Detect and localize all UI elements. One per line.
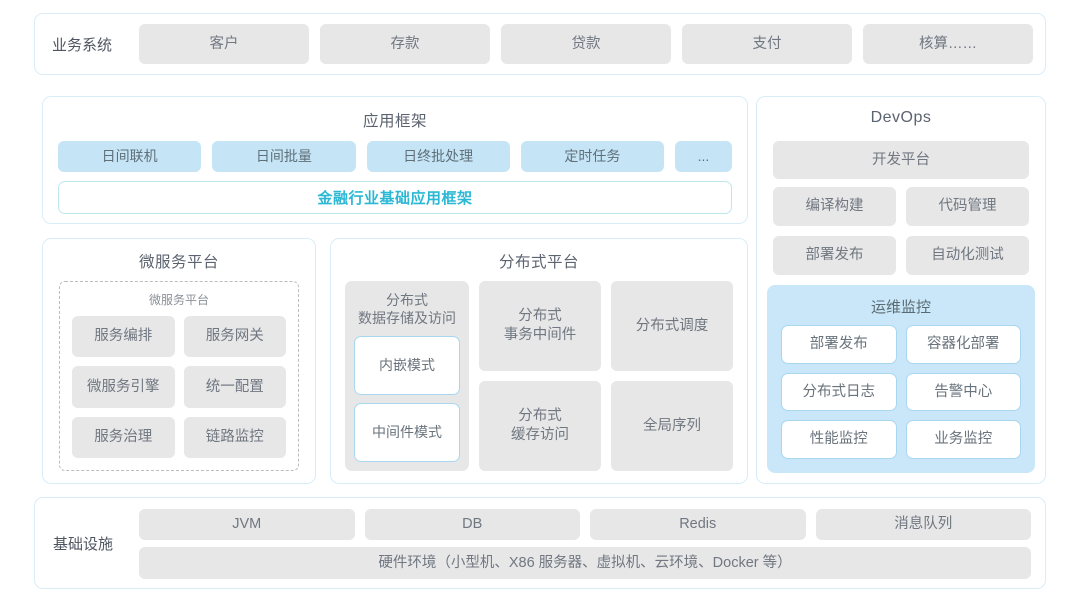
ops-chip-business-monitor[interactable]: 业务监控 [905,420,1021,459]
business-systems-chip-list: 客户 存款 贷款 支付 核算…… [139,24,1033,64]
microservice-inner-dashed-box: 微服务平台 服务编排 服务网关 微服务引擎 统一配置 服务治理 链路监控 [59,281,299,471]
distributed-chip-grid: 分布式 事务中间件 分布式调度 分布式 缓存访问 全局序列 [479,281,733,471]
microservice-chip-unified-config[interactable]: 统一配置 [183,366,286,408]
devops-card: DevOps 开发平台 编译构建 代码管理 部署发布 自动化测试 运维监控 部署… [756,96,1046,484]
microservice-platform-card: 微服务平台 微服务平台 服务编排 服务网关 微服务引擎 统一配置 服务治理 链路… [42,238,316,484]
microservice-inner-title: 微服务平台 [148,293,209,307]
distributed-storage-chip-middleware-mode[interactable]: 中间件模式 [354,403,460,462]
ops-monitoring-chip-grid: 部署发布 容器化部署 分布式日志 告警中心 性能监控 业务监控 [781,325,1021,459]
devops-chip-deploy-release[interactable]: 部署发布 [773,236,896,275]
framework-chip-scheduled-task[interactable]: 定时任务 [520,141,664,172]
microservice-chip-engine[interactable]: 微服务引擎 [72,366,175,408]
distributed-chip-scheduling[interactable]: 分布式调度 [611,281,733,371]
distributed-chip-global-sequence[interactable]: 全局序列 [611,381,733,471]
devops-chip-dev-platform[interactable]: 开发平台 [773,141,1029,179]
distributed-platform-title: 分布式平台 [498,254,579,271]
infrastructure-label: 基础设施 [53,535,114,553]
application-framework-card: 应用框架 日间联机 日间批量 日终批处理 定时任务 ... 金融行业基础应用框架 [42,96,748,224]
infrastructure-chip-jvm[interactable]: JVM [139,509,355,540]
distributed-chip-transaction-middleware[interactable]: 分布式 事务中间件 [479,281,601,371]
business-chip-accounting[interactable]: 核算…… [863,24,1033,64]
distributed-storage-group: 分布式 数据存储及访问 内嵌模式 中间件模式 [345,281,469,471]
application-framework-chip-list: 日间联机 日间批量 日终批处理 定时任务 ... [58,141,732,172]
business-chip-customer[interactable]: 客户 [139,24,309,64]
business-chip-deposit[interactable]: 存款 [320,24,490,64]
ops-chip-distributed-log[interactable]: 分布式日志 [781,372,897,412]
devops-chip-build[interactable]: 编译构建 [773,187,896,226]
microservice-chip-trace-monitor[interactable]: 链路监控 [183,416,286,458]
devops-chip-automated-test[interactable]: 自动化测试 [906,236,1029,275]
microservice-platform-title: 微服务平台 [138,254,219,271]
infrastructure-row: 基础设施 JVM DB Redis 消息队列 硬件环境（小型机、X86 服务器、… [34,497,1046,589]
ops-chip-deploy-release[interactable]: 部署发布 [781,325,897,364]
infrastructure-chip-list: JVM DB Redis 消息队列 [139,509,1031,540]
framework-chip-daytime-batch[interactable]: 日间批量 [212,141,356,172]
ops-chip-performance-monitor[interactable]: 性能监控 [781,420,897,459]
application-framework-title: 应用框架 [362,113,427,130]
distributed-platform-body: 分布式 数据存储及访问 内嵌模式 中间件模式 分布式 事务中间件 分布式调度 分… [345,281,733,471]
finance-base-framework-banner: 金融行业基础应用框架 [58,181,732,214]
business-chip-payment[interactable]: 支付 [682,24,852,64]
microservice-chip-service-governance[interactable]: 服务治理 [72,416,175,458]
framework-chip-eod-batch[interactable]: 日终批处理 [366,141,510,172]
infrastructure-chip-message-queue[interactable]: 消息队列 [815,509,1031,540]
infrastructure-chip-redis[interactable]: Redis [590,509,806,540]
business-chip-loan[interactable]: 贷款 [501,24,671,64]
microservice-chip-service-orchestration[interactable]: 服务编排 [72,316,175,358]
ops-chip-containerized-deploy[interactable]: 容器化部署 [905,325,1021,364]
ops-chip-alert-center[interactable]: 告警中心 [905,372,1021,412]
ops-monitoring-panel: 运维监控 部署发布 容器化部署 分布式日志 告警中心 性能监控 业务监控 [767,285,1035,473]
infrastructure-chip-db[interactable]: DB [364,509,580,540]
devops-title: DevOps [870,109,932,126]
business-systems-row: 业务系统 客户 存款 贷款 支付 核算…… [34,13,1046,75]
framework-chip-daytime-online[interactable]: 日间联机 [58,141,202,172]
devops-chip-grid: 编译构建 代码管理 部署发布 自动化测试 [773,187,1029,275]
microservice-chip-grid: 服务编排 服务网关 微服务引擎 统一配置 服务治理 链路监控 [72,316,286,458]
ops-monitoring-title: 运维监控 [870,299,931,316]
devops-chip-code-management[interactable]: 代码管理 [906,187,1029,226]
distributed-platform-card: 分布式平台 分布式 数据存储及访问 内嵌模式 中间件模式 分布式 事务中间件 分… [330,238,748,484]
distributed-chip-cache-access[interactable]: 分布式 缓存访问 [479,381,601,471]
infrastructure-chip-hardware-env[interactable]: 硬件环境（小型机、X86 服务器、虚拟机、云环境、Docker 等） [139,547,1031,579]
business-systems-label: 业务系统 [52,36,113,54]
distributed-storage-chip-embedded-mode[interactable]: 内嵌模式 [354,336,460,396]
distributed-storage-label: 分布式 数据存储及访问 [358,292,456,327]
framework-chip-more[interactable]: ... [675,141,732,172]
microservice-chip-service-gateway[interactable]: 服务网关 [183,316,286,358]
